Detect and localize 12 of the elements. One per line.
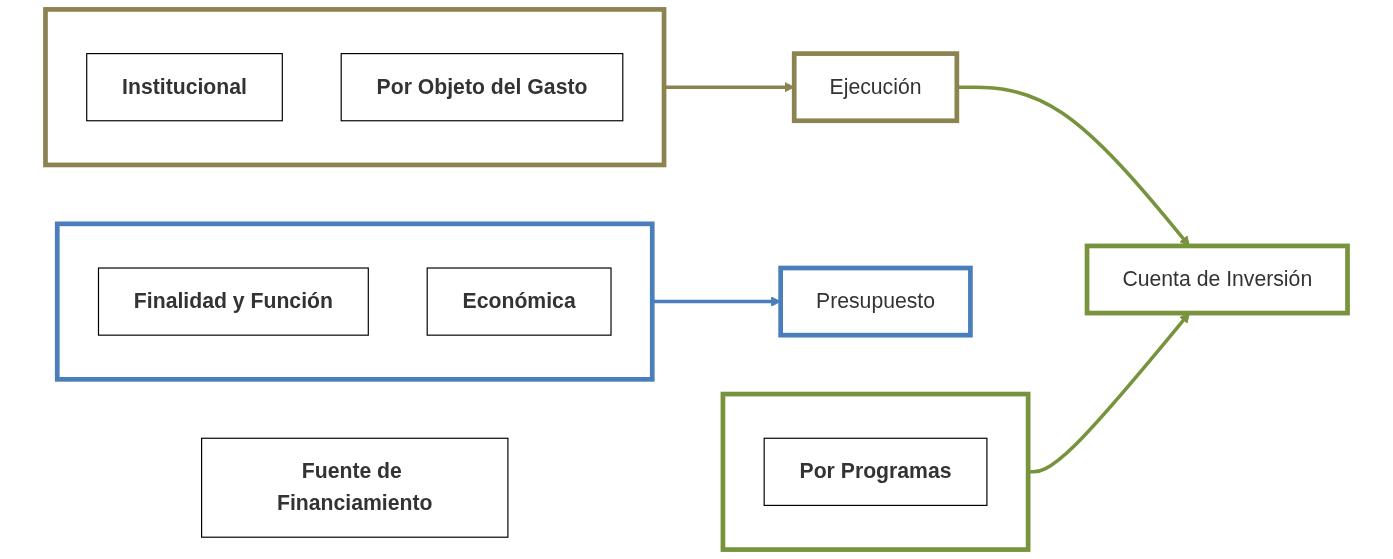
node-box: Ejecución	[791, 51, 960, 124]
node-box: Cuenta de Inversión	[1084, 243, 1350, 316]
node-box: Por Objeto del Gasto	[340, 53, 624, 122]
cluster	[43, 7, 667, 168]
node-box: Económica	[426, 267, 612, 336]
node-box: Finalidad y Función	[97, 267, 369, 336]
node-box: Institucional	[86, 53, 283, 122]
node-box: Presupuesto	[778, 265, 973, 338]
cluster	[720, 391, 1031, 552]
node-box: Fuente de Financiamiento	[201, 437, 509, 538]
cluster	[54, 221, 655, 382]
node-box: Por Programas	[763, 437, 988, 506]
